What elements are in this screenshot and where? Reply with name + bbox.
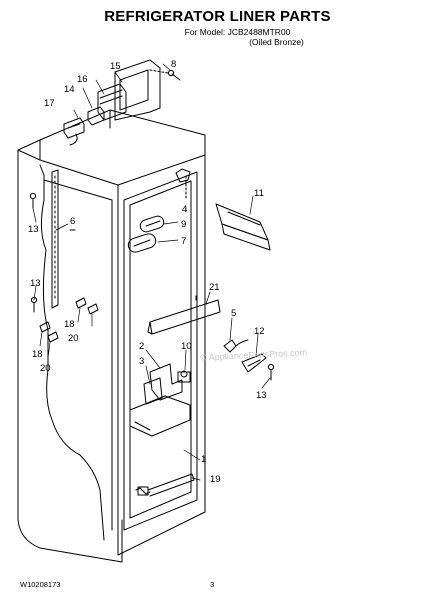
- part-11-shelf-support: [215, 203, 271, 251]
- part-5-thermistor: [223, 339, 249, 353]
- diagram-header: REFRIGERATOR LINER PARTS For Model: JCB2…: [0, 8, 435, 47]
- callout-16: 16: [77, 74, 88, 85]
- callout-13-b: 13: [30, 278, 41, 289]
- part-17-wire-connector: [63, 117, 85, 146]
- part-19-drain-tube: [135, 473, 195, 497]
- part-20-clip-upper: [87, 303, 99, 315]
- part-2-bracket: [149, 363, 183, 401]
- callout-5: 5: [231, 308, 236, 319]
- callout-17: 17: [44, 98, 55, 109]
- callout-9: 9: [181, 219, 186, 230]
- callout-14: 14: [64, 84, 75, 95]
- callout-15: 15: [110, 61, 121, 72]
- part-4-grommet: [175, 168, 191, 199]
- part-3-bracket: [143, 377, 163, 405]
- liner-outer-shell: [17, 109, 206, 563]
- callout-12: 12: [254, 326, 265, 337]
- callout-18-a: 18: [64, 319, 75, 330]
- callout-labels: 8 15 16 14 17 11 4 9 7 6 13 13 21 5 18 2…: [28, 59, 267, 485]
- part-18-clip-lower: [39, 321, 51, 333]
- callout-8: 8: [171, 59, 176, 70]
- callout-2: 2: [139, 341, 144, 352]
- part-13-screw-left-upper: [29, 192, 37, 209]
- part-14-switch: [87, 106, 105, 126]
- document-number: W10208173: [20, 580, 61, 589]
- part-16-lamp-socket: [97, 83, 127, 121]
- callout-11: 11: [254, 188, 264, 199]
- callout-7: 7: [181, 236, 186, 247]
- callout-20-b: 20: [40, 363, 51, 374]
- callout-18-b: 18: [32, 349, 43, 360]
- callout-3: 3: [139, 356, 144, 367]
- callout-19: 19: [210, 474, 221, 485]
- part-20-clip-lower: [47, 331, 59, 343]
- page-number: 3: [210, 580, 215, 589]
- finish-name: (Oiled Bronze): [249, 37, 304, 47]
- callout-6: 6: [70, 216, 75, 227]
- page-title: REFRIGERATOR LINER PARTS: [104, 8, 331, 25]
- part-18-clip-upper: [75, 297, 87, 309]
- part-21-cover: [147, 295, 221, 335]
- part-10-screw: [177, 370, 191, 383]
- leader-lines: [32, 63, 271, 481]
- part-13-screw-left-lower: [30, 296, 38, 313]
- callout-4: 4: [182, 204, 187, 215]
- model-number: For Model: JCB2488MTR00: [184, 27, 291, 37]
- part-7-label: [127, 233, 157, 253]
- part-15-light-housing: [114, 59, 161, 121]
- callout-1: 1: [201, 454, 206, 465]
- part-8-screw: [149, 69, 181, 81]
- callout-13-c: 13: [256, 390, 267, 401]
- callout-10: 10: [181, 341, 192, 352]
- part-6-shelf-ladder: [51, 169, 76, 309]
- part-13-screw-right: [267, 363, 275, 381]
- part-12-clip: [241, 353, 267, 373]
- callout-21: 21: [209, 282, 220, 293]
- callout-20-a: 20: [68, 333, 79, 344]
- part-9-label: [139, 215, 165, 233]
- callout-13-a: 13: [28, 224, 39, 235]
